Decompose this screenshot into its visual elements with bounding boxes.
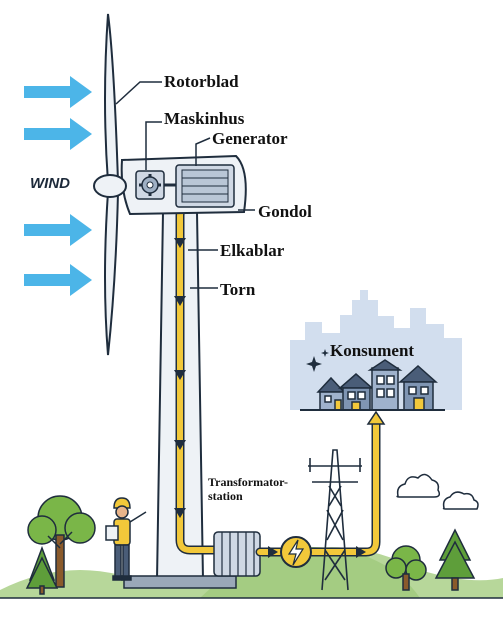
label-generator: Generator xyxy=(212,129,288,148)
label-elkablar: Elkablar xyxy=(220,241,285,260)
label-konsument: Konsument xyxy=(330,341,415,360)
label-rotorblad: Rotorblad xyxy=(164,72,239,91)
gear-icon xyxy=(135,170,165,200)
leader-lines xyxy=(115,81,255,289)
tree-icon xyxy=(25,495,96,595)
label-transformator-line1: Transformator- xyxy=(208,475,288,489)
tree-icon xyxy=(385,528,476,591)
cloud-icon xyxy=(396,473,479,510)
house-icon xyxy=(300,359,445,411)
pylon-icon xyxy=(308,449,362,591)
label-torn: Torn xyxy=(220,280,256,299)
lightning-icon xyxy=(280,536,312,568)
person-worker-icon xyxy=(105,497,147,581)
wind-arrows xyxy=(24,76,92,296)
rotor-hub xyxy=(93,174,127,198)
label-transformator-line2: station xyxy=(208,488,243,503)
cable-to-consumer xyxy=(255,410,386,558)
rotor-blades xyxy=(104,13,120,356)
label-transformatorstation: Transformator- station xyxy=(208,475,288,504)
transformer xyxy=(213,531,261,577)
sparkle-icon xyxy=(306,349,329,372)
label-maskinhus: Maskinhus xyxy=(164,109,245,128)
label-gondol: Gondol xyxy=(258,202,312,221)
label-wind: WIND xyxy=(30,175,70,192)
